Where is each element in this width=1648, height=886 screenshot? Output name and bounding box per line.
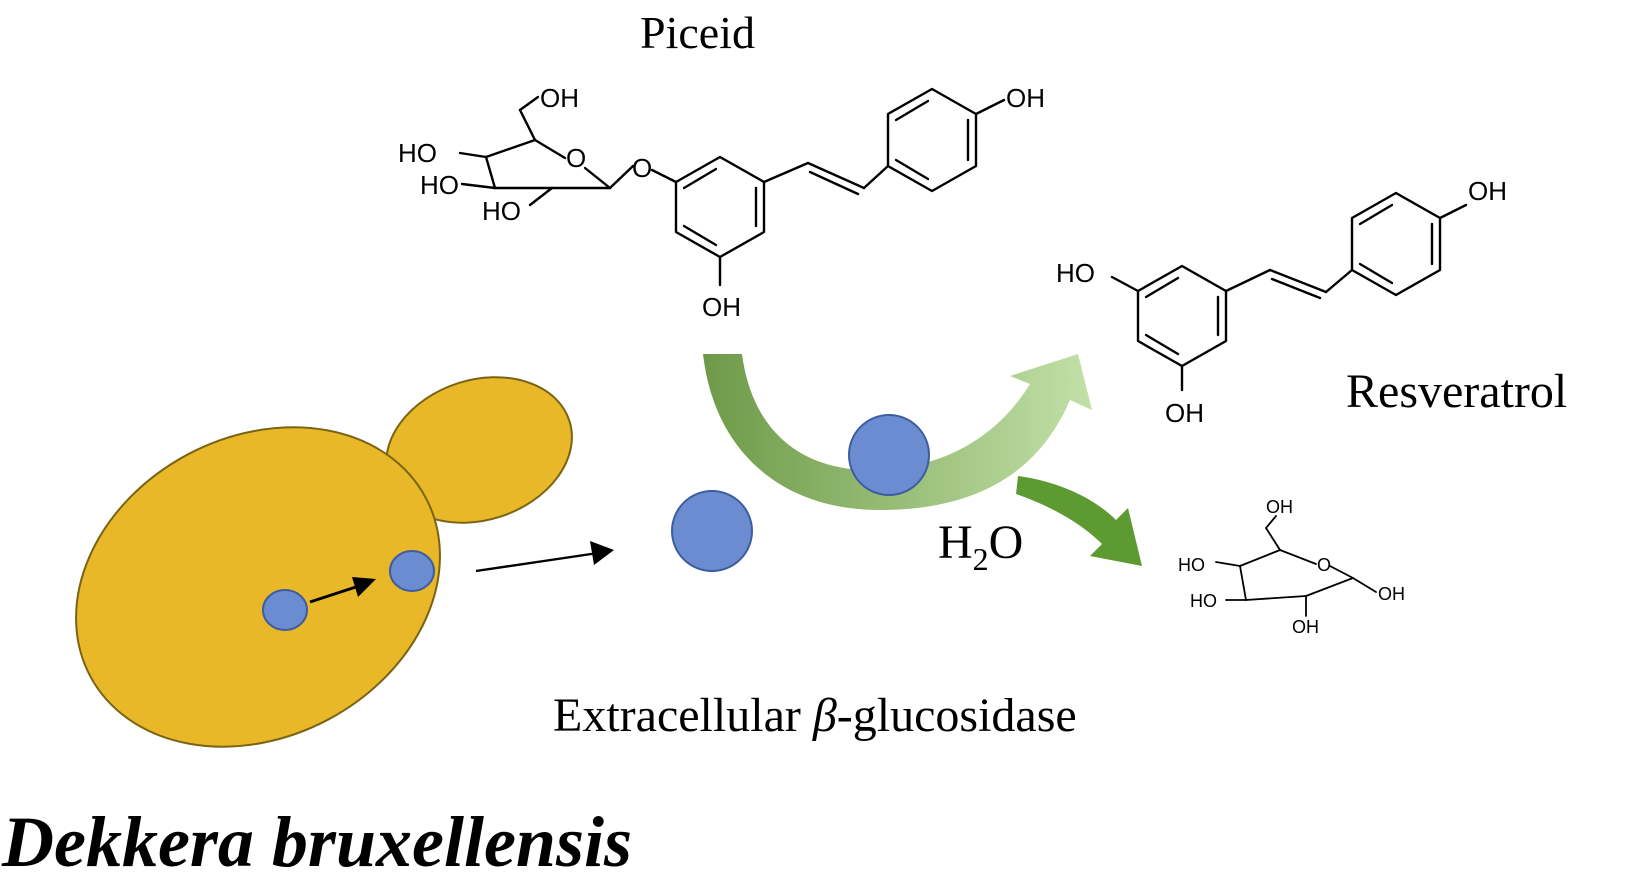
piceid-glyco-o: O xyxy=(632,153,652,183)
organism-name: Dekkera bruxellensis xyxy=(1,802,632,882)
intracellular-transport-arrow xyxy=(309,583,363,604)
piceid-glucose-chair: O xyxy=(458,95,612,207)
resveratrol-vinyl-bond xyxy=(1224,268,1354,300)
yeast-mother-cell xyxy=(75,426,441,748)
glucose-ch2oh: OH xyxy=(1266,497,1293,517)
water-label: H2O xyxy=(938,516,1023,577)
resveratrol-structure: OH HO OH Resveratrol xyxy=(1056,176,1567,428)
piceid-ch2oh: OH xyxy=(540,83,579,113)
resveratrol-oh-right: OH xyxy=(1468,176,1507,206)
glucose-oh-anomeric: OH xyxy=(1378,584,1405,604)
resveratrol-oh-bottom: OH xyxy=(1165,398,1204,428)
resveratrol-phenol-ring xyxy=(1350,191,1468,297)
piceid-oh-bottom: OH xyxy=(702,292,741,322)
resveratrol-resorcinol-ring xyxy=(1136,264,1228,368)
intracellular-transport-arrowhead xyxy=(352,577,376,597)
secretion-arrow xyxy=(475,551,599,573)
enzyme-label: Extracellular β-glucosidase xyxy=(553,689,1077,742)
glucose-structure: O OH HO HO OH OH xyxy=(1178,497,1405,637)
extracellular-enzyme-1 xyxy=(671,490,753,572)
extracellular-enzyme-2 xyxy=(848,414,930,496)
piceid-structure: Piceid OH OH O xyxy=(398,7,1045,322)
piceid-name: Piceid xyxy=(640,7,755,58)
glucose-ring-o: O xyxy=(1317,555,1331,575)
piceid-ho-sugar-2: HO xyxy=(420,170,459,200)
piceid-ring-o: O xyxy=(566,143,586,173)
resveratrol-name: Resveratrol xyxy=(1346,365,1567,418)
piceid-glyco-bond xyxy=(650,168,678,184)
glucose-ho-1: HO xyxy=(1178,555,1205,575)
piceid-ho-sugar-1: HO xyxy=(398,138,437,168)
piceid-oh-top: OH xyxy=(1006,83,1045,113)
enzyme-in-cell-1 xyxy=(262,589,308,631)
reaction-curved-arrow xyxy=(703,354,1092,510)
enzyme-in-cell-2 xyxy=(389,550,435,592)
water-release-arrow xyxy=(1016,476,1142,566)
glucose-ho-2: HO xyxy=(1190,591,1217,611)
piceid-ho-sugar-3: HO xyxy=(482,196,521,226)
piceid-phenol-ring xyxy=(886,87,1006,193)
piceid-central-ring xyxy=(674,155,766,259)
glucose-oh-bottom: OH xyxy=(1292,617,1319,637)
resveratrol-ho-left: HO xyxy=(1056,258,1095,288)
yeast-cell xyxy=(75,376,573,748)
secretion-arrowhead xyxy=(590,541,614,565)
piceid-vinyl-bond xyxy=(762,161,890,196)
